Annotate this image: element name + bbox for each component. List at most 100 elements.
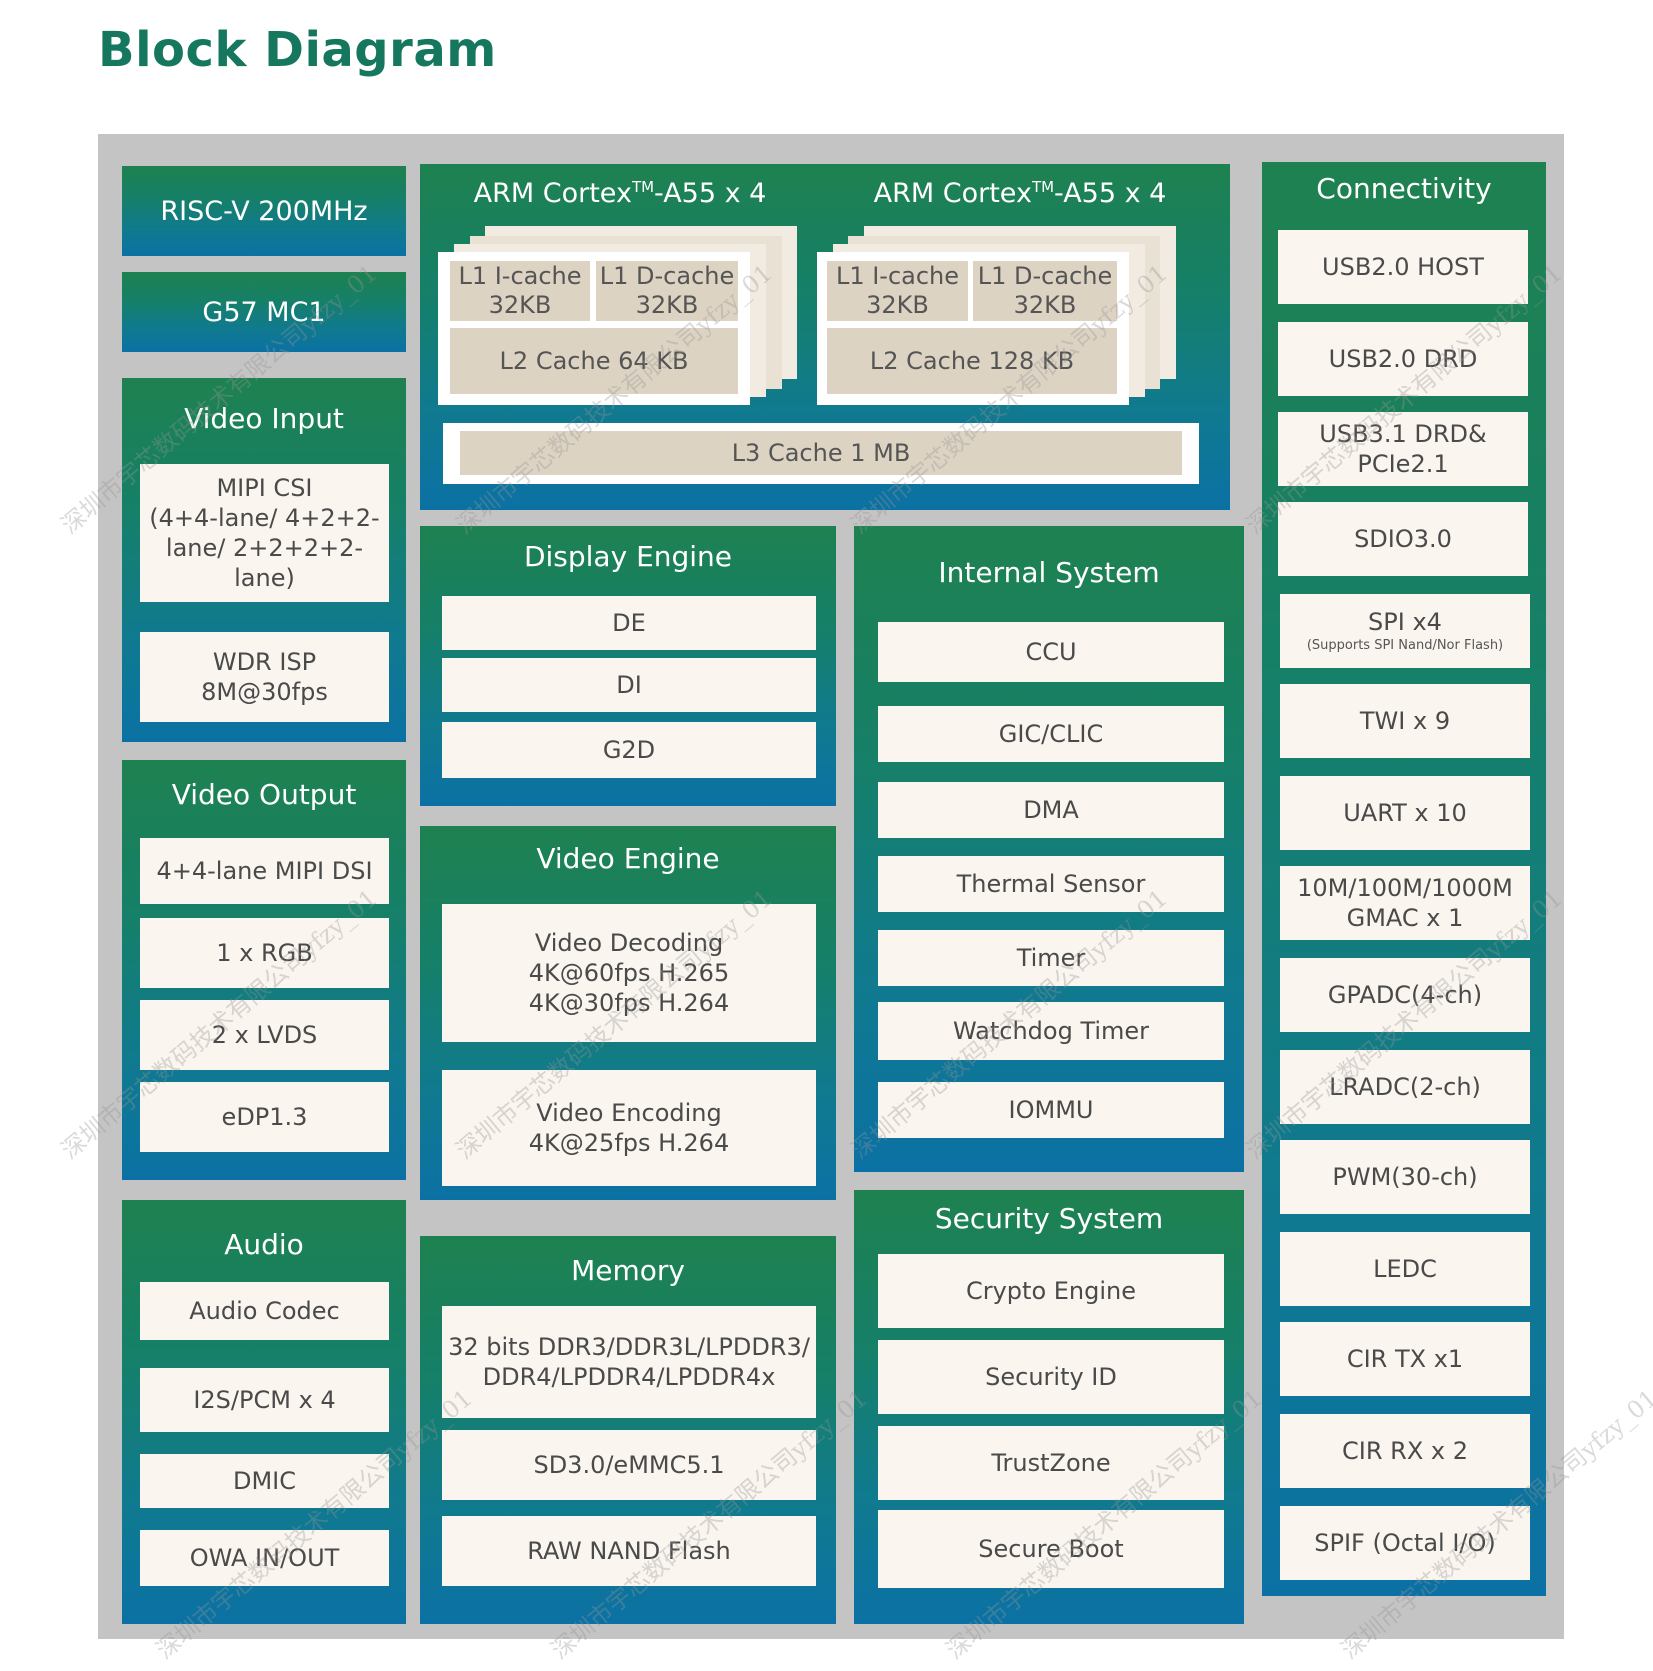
- gpu-core-label: G57 MC1: [202, 296, 326, 328]
- spi-note: (Supports SPI Nand/Nor Flash): [1306, 638, 1504, 653]
- mipi-csi-label: MIPI CSI: [216, 474, 313, 502]
- cluster-2-l2-cache: L2 Cache 128 KB: [827, 328, 1117, 394]
- connectivity-item: CIR RX x 2: [1280, 1414, 1530, 1488]
- connectivity-item-label: USB2.0 DRD: [1328, 345, 1478, 373]
- video-decoding-box: Video Decoding 4K@60fps H.265 4K@30fps H…: [442, 904, 816, 1042]
- display-engine-item: DI: [442, 658, 816, 712]
- video-output-item: 1 x RGB: [140, 918, 389, 988]
- internal-system-item: Watchdog Timer: [878, 1002, 1224, 1060]
- audio-title: Audio: [224, 1228, 304, 1261]
- memory-panel: Memory 32 bits DDR3/DDR3L/LPDDR3/ DDR4/L…: [420, 1236, 836, 1624]
- connectivity-item: SPI x4 (Supports SPI Nand/Nor Flash): [1280, 594, 1530, 668]
- cpu-cluster-1-title: ARM CortexTM-A55 x 4: [420, 178, 820, 209]
- video-output-item-label: 2 x LVDS: [211, 1021, 318, 1049]
- security-system-item: Security ID: [878, 1340, 1224, 1414]
- block-diagram: RISC-V 200MHz G57 MC1 Video Input MIPI C…: [98, 134, 1564, 1639]
- connectivity-item-label: SPIF (Octal I/O): [1314, 1529, 1496, 1557]
- cluster-1-l1-icache: L1 I-cache 32KB: [450, 261, 590, 321]
- gpu-core: G57 MC1: [122, 272, 406, 352]
- page-title: Block Diagram: [98, 22, 497, 78]
- l3-cache: L3 Cache 1 MB: [460, 431, 1182, 475]
- cpu-panel: ARM CortexTM-A55 x 4 ARM CortexTM-A55 x …: [420, 164, 1230, 510]
- video-output-item-label: eDP1.3: [221, 1103, 308, 1131]
- security-system-item-label: Secure Boot: [978, 1535, 1124, 1563]
- display-engine-item-label: DI: [616, 671, 642, 699]
- memory-item: SD3.0/eMMC5.1: [442, 1430, 816, 1500]
- connectivity-item-label: LRADC(2-ch): [1329, 1073, 1481, 1101]
- gmac-speed: 10M/100M/1000M: [1297, 874, 1513, 902]
- ddr-line-1: 32 bits DDR3/DDR3L/LPDDR3/: [448, 1333, 810, 1361]
- connectivity-item-label: USB2.0 HOST: [1322, 253, 1484, 281]
- cpu-cluster-2-name: ARM Cortex: [873, 178, 1032, 209]
- security-system-item: TrustZone: [878, 1426, 1224, 1500]
- display-engine-item-label: G2D: [602, 736, 656, 764]
- cpu-cluster-1-count: -A55 x 4: [654, 178, 767, 209]
- cpu-cluster-2-count: -A55 x 4: [1054, 178, 1167, 209]
- video-output-item: 4+4-lane MIPI DSI: [140, 838, 389, 904]
- memory-item: RAW NAND Flash: [442, 1516, 816, 1586]
- connectivity-item: UART x 10: [1280, 776, 1530, 850]
- connectivity-item: GPADC(4-ch): [1280, 958, 1530, 1032]
- internal-system-item-label: Thermal Sensor: [956, 870, 1146, 898]
- connectivity-item-label: PWM(30-ch): [1332, 1163, 1478, 1191]
- riscv-core-label: RISC-V 200MHz: [160, 195, 368, 227]
- mipi-csi-box: MIPI CSI (4+4-lane/ 4+2+2- lane/ 2+2+2+2…: [140, 464, 389, 602]
- ddr-line-2: DDR4/LPDDR4/LPDDR4x: [482, 1363, 776, 1391]
- display-engine-item: DE: [442, 596, 816, 650]
- internal-system-item-label: CCU: [1025, 638, 1077, 666]
- gmac-count: GMAC x 1: [1346, 904, 1464, 932]
- trademark-mark: TM: [1031, 178, 1055, 196]
- connectivity-item: CIR TX x1: [1280, 1322, 1530, 1396]
- memory-item-label: SD3.0/eMMC5.1: [533, 1451, 725, 1479]
- audio-item: OWA IN/OUT: [140, 1530, 389, 1586]
- internal-system-item: Thermal Sensor: [878, 856, 1224, 912]
- video-encoding-box: Video Encoding 4K@25fps H.264: [442, 1070, 816, 1186]
- connectivity-item-label: TWI x 9: [1359, 707, 1451, 735]
- mipi-csi-lanes-1: (4+4-lane/ 4+2+2-: [149, 504, 380, 532]
- video-input-panel: Video Input MIPI CSI (4+4-lane/ 4+2+2- l…: [122, 378, 406, 742]
- connectivity-item-label: SDIO3.0: [1354, 525, 1452, 553]
- audio-item-label: I2S/PCM x 4: [193, 1386, 336, 1414]
- l1-dcache-label: L1 D-cache: [977, 262, 1113, 290]
- audio-panel: Audio Audio Codec I2S/PCM x 4 DMIC OWA I…: [122, 1200, 406, 1624]
- security-system-panel: Security System Crypto Engine Security I…: [854, 1190, 1244, 1624]
- connectivity-item: PWM(30-ch): [1280, 1140, 1530, 1214]
- security-system-item-label: Security ID: [985, 1363, 1117, 1391]
- l2-cache-label: L2 Cache 64 KB: [499, 346, 689, 375]
- l1-icache-size: 32KB: [866, 291, 929, 319]
- video-decoding-label: Video Decoding: [534, 929, 724, 957]
- display-engine-title: Display Engine: [523, 540, 733, 573]
- internal-system-item-label: IOMMU: [1008, 1096, 1094, 1124]
- trademark-mark: TM: [631, 178, 655, 196]
- audio-item: I2S/PCM x 4: [140, 1368, 389, 1432]
- connectivity-item-label: CIR RX x 2: [1342, 1437, 1468, 1465]
- internal-system-item-label: GIC/CLIC: [998, 720, 1104, 748]
- connectivity-item: SDIO3.0: [1278, 502, 1528, 576]
- video-engine-title: Video Engine: [536, 842, 720, 875]
- l1-dcache-label: L1 D-cache: [599, 262, 735, 290]
- connectivity-item: USB2.0 HOST: [1278, 230, 1528, 304]
- video-engine-panel: Video Engine Video Decoding 4K@60fps H.2…: [420, 826, 836, 1200]
- connectivity-panel: Connectivity USB2.0 HOST USB2.0 DRD USB3…: [1262, 162, 1546, 1596]
- l2-cache-label: L2 Cache 128 KB: [869, 346, 1075, 375]
- l1-icache-label: L1 I-cache: [458, 262, 582, 290]
- video-output-item: eDP1.3: [140, 1082, 389, 1152]
- pcie-label: PCIe2.1: [1357, 450, 1449, 478]
- internal-system-item: IOMMU: [878, 1082, 1224, 1138]
- video-output-panel: Video Output 4+4-lane MIPI DSI 1 x RGB 2…: [122, 760, 406, 1180]
- video-output-title: Video Output: [171, 778, 357, 811]
- video-decoding-h264: 4K@30fps H.264: [528, 989, 730, 1017]
- security-system-item: Secure Boot: [878, 1510, 1224, 1588]
- wdr-isp-box: WDR ISP 8M@30fps: [140, 632, 389, 722]
- connectivity-item: LEDC: [1280, 1232, 1530, 1306]
- security-system-item-label: TrustZone: [991, 1449, 1111, 1477]
- audio-item: Audio Codec: [140, 1282, 389, 1340]
- l1-dcache-size: 32KB: [635, 291, 699, 319]
- cpu-cluster-1-name: ARM Cortex: [473, 178, 632, 209]
- l1-dcache-size: 32KB: [1013, 291, 1077, 319]
- memory-item-label: RAW NAND Flash: [527, 1537, 731, 1565]
- security-system-item-label: Crypto Engine: [965, 1277, 1137, 1305]
- internal-system-item-label: DMA: [1023, 796, 1079, 824]
- ddr-box: 32 bits DDR3/DDR3L/LPDDR3/ DDR4/LPDDR4/L…: [442, 1306, 816, 1418]
- audio-item-label: DMIC: [232, 1467, 297, 1495]
